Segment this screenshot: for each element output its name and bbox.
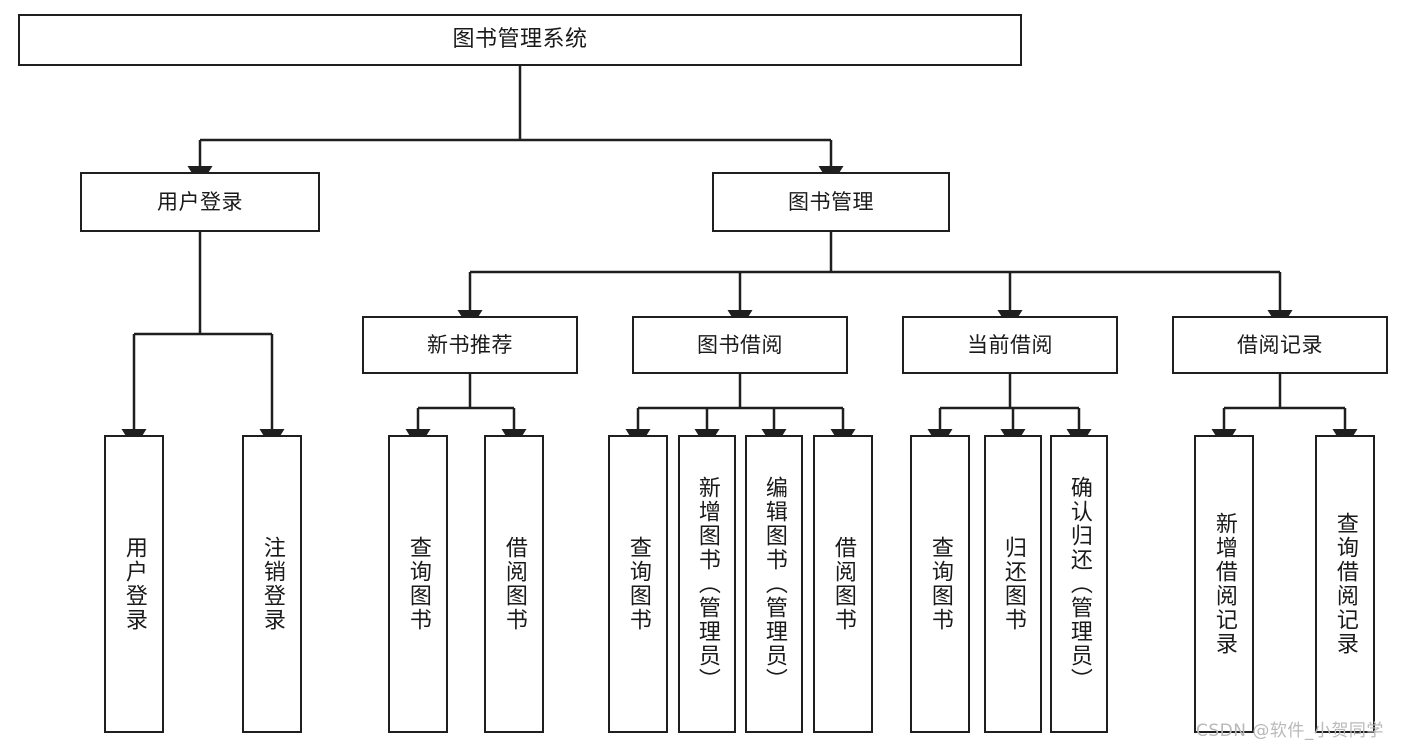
node-label: 新增借阅记录	[1211, 512, 1237, 656]
node-label: 查询借阅记录	[1332, 512, 1358, 656]
node-label: 归还图书	[1000, 536, 1026, 632]
node-leaf-return-book[interactable]: 归还图书	[984, 435, 1042, 733]
node-label: 用户登录	[157, 189, 243, 214]
node-leaf-user-login[interactable]: 用户登录	[104, 435, 164, 733]
node-new-book-rec[interactable]: 新书推荐	[362, 316, 578, 374]
node-label: 用户登录	[121, 536, 147, 632]
node-leaf-add-record[interactable]: 新增借阅记录	[1194, 435, 1254, 733]
node-label: 编辑图书（管理员）	[761, 476, 787, 692]
node-current-borrow[interactable]: 当前借阅	[902, 316, 1118, 374]
node-borrow-record[interactable]: 借阅记录	[1172, 316, 1388, 374]
node-label: 注销登录	[259, 536, 285, 632]
node-leaf-edit-book[interactable]: 编辑图书（管理员）	[745, 435, 803, 733]
node-label: 图书借阅	[697, 332, 783, 357]
node-book-manage[interactable]: 图书管理	[712, 172, 950, 232]
node-label: 新书推荐	[427, 332, 513, 357]
node-leaf-add-book[interactable]: 新增图书（管理员）	[678, 435, 736, 733]
node-label: 借阅图书	[830, 536, 856, 632]
node-leaf-borrow-book-2[interactable]: 借阅图书	[813, 435, 873, 733]
node-leaf-query-book-2[interactable]: 查询图书	[608, 435, 668, 733]
node-label: 查询图书	[927, 536, 953, 632]
edge-layer	[121, 66, 1358, 449]
node-label: 确认归还（管理员）	[1066, 476, 1092, 692]
node-label: 查询图书	[625, 536, 651, 632]
node-label: 图书管理	[788, 189, 874, 214]
node-user-login[interactable]: 用户登录	[80, 172, 320, 232]
node-leaf-query-record[interactable]: 查询借阅记录	[1315, 435, 1375, 733]
node-leaf-borrow-book-1[interactable]: 借阅图书	[484, 435, 544, 733]
node-root[interactable]: 图书管理系统	[18, 14, 1022, 66]
node-label: 借阅图书	[501, 536, 527, 632]
node-leaf-query-book-3[interactable]: 查询图书	[910, 435, 970, 733]
node-label: 图书管理系统	[452, 27, 588, 53]
node-label: 查询图书	[405, 536, 431, 632]
node-label: 当前借阅	[967, 332, 1053, 357]
node-book-borrow[interactable]: 图书借阅	[632, 316, 848, 374]
node-leaf-query-book-1[interactable]: 查询图书	[388, 435, 448, 733]
node-label: 新增图书（管理员）	[694, 476, 720, 692]
node-leaf-logout[interactable]: 注销登录	[242, 435, 302, 733]
node-leaf-confirm-return[interactable]: 确认归还（管理员）	[1050, 435, 1108, 733]
node-label: 借阅记录	[1237, 332, 1323, 357]
